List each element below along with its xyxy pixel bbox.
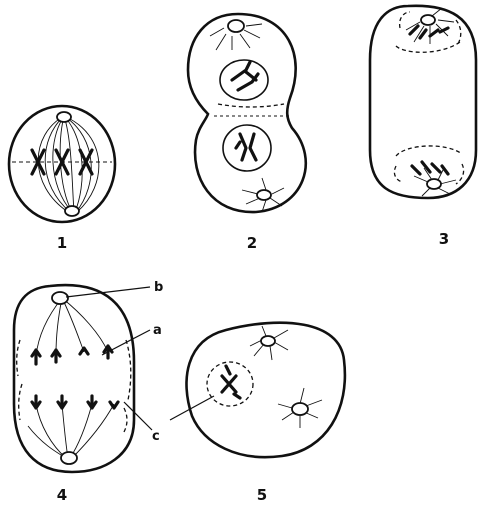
centrosome-bottom: [257, 190, 271, 200]
cytoplasm-granules-right: [124, 340, 131, 432]
centrosome-top: [57, 112, 71, 122]
panel-label-2: 2: [247, 234, 257, 252]
callout-b: b: [66, 280, 163, 297]
cell-outline: [14, 285, 134, 472]
callout-label-c: c: [152, 429, 160, 444]
chromosomes-bottom: [412, 162, 448, 174]
panel-label-3: 3: [439, 230, 449, 248]
panel-label-5: 5: [257, 486, 267, 504]
centrosome-top: [261, 336, 275, 346]
cell-stage-5: 5: [186, 323, 344, 504]
chromosomes-top: [232, 62, 258, 90]
callout-c: c: [124, 396, 214, 444]
prophase-chromosomes: [222, 366, 240, 398]
nucleus-top: [220, 60, 268, 100]
centrosome-top: [228, 20, 244, 32]
centrosome-bottom: [61, 452, 77, 464]
panel-label-4: 4: [57, 486, 67, 504]
cell-stage-2: 2: [188, 14, 306, 252]
spindle-fibers: [28, 298, 114, 458]
aster-top: [406, 8, 454, 44]
panel-label-1: 1: [57, 234, 67, 252]
chromosomes-lower: [32, 396, 118, 408]
callout-label-b: b: [154, 280, 163, 295]
chromosomes-bottom: [236, 134, 256, 160]
nuclear-envelope-bottom: [394, 146, 463, 184]
callout-a: a: [102, 323, 162, 355]
centrosome-top: [52, 292, 68, 304]
centrosome-right: [292, 403, 308, 415]
chromosomes-upper: [32, 346, 112, 364]
chromosomes-top: [410, 26, 448, 38]
cell-stage-1: 1: [9, 106, 115, 252]
centrosome-top: [421, 15, 435, 25]
cytoplasm-granules-left: [17, 340, 22, 420]
callout-label-a: a: [153, 323, 162, 338]
centrosome-bottom: [65, 206, 79, 216]
cleavage-furrow: [218, 104, 284, 107]
cell-stage-4: 4: [14, 285, 134, 504]
cell-stage-3: 3: [370, 6, 476, 248]
centrosome-bottom: [427, 179, 441, 189]
